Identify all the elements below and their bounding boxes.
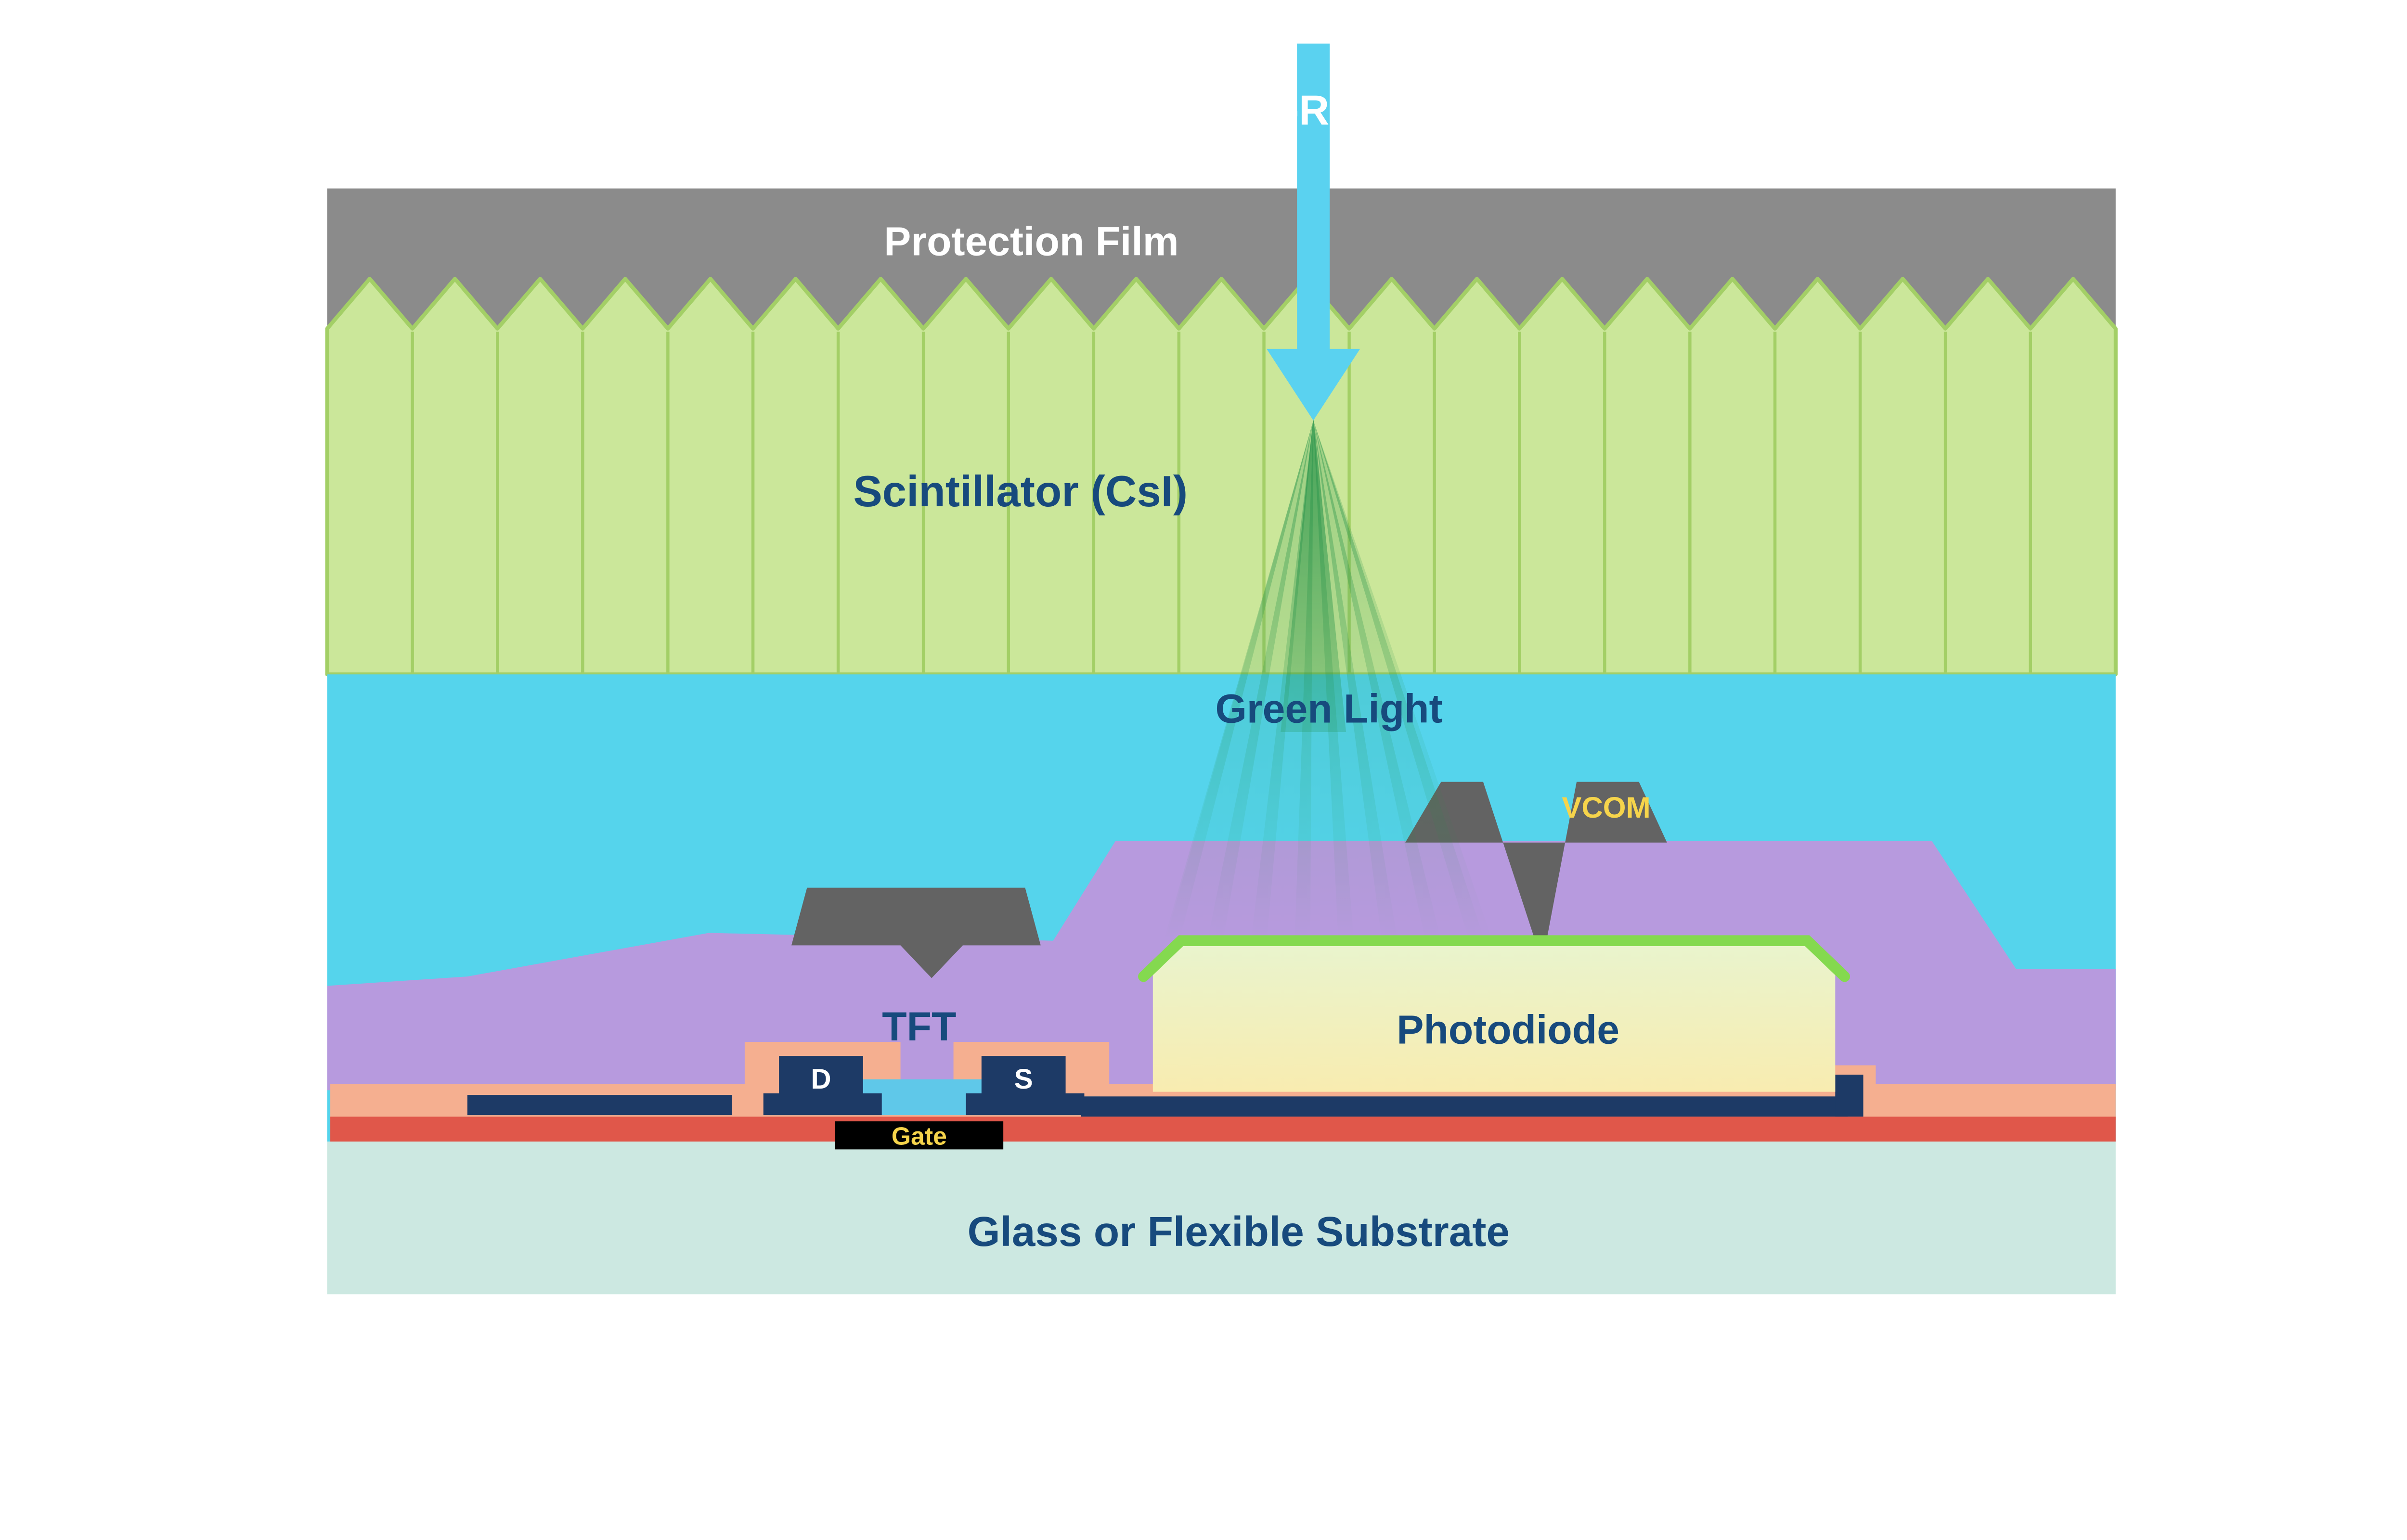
scintillator-label: Scintillator (CsI) — [853, 467, 1188, 516]
protection-film-label: Protection Film — [884, 219, 1178, 264]
left-metal-line — [467, 1095, 733, 1116]
vcom-label: VCOM — [1562, 791, 1650, 824]
source-electrode — [966, 1056, 1085, 1116]
pixel-metal-line — [1081, 1096, 1848, 1117]
xray-detector-diagram: X-Ray Protection Film Scintillator (CsI)… — [325, 43, 2118, 1295]
xray-arrowhead — [1267, 348, 1360, 421]
xray-label: X-Ray — [1257, 87, 1376, 134]
drain-label: D — [811, 1064, 831, 1095]
photodiode-body — [1152, 944, 1836, 1092]
metal-layer — [467, 1056, 1863, 1117]
right-metal-step — [1835, 1075, 1863, 1117]
xray-arrow — [1267, 43, 1360, 421]
green-light-cone — [1164, 417, 1493, 941]
photodiode-top-contact — [1138, 935, 1851, 982]
gate-electrode — [835, 1121, 1004, 1150]
scintillator-layer — [325, 277, 2118, 677]
substrate-label: Glass or Flexible Substrate — [968, 1208, 1510, 1255]
gate-label: Gate — [892, 1122, 947, 1150]
vcom-electrode — [1405, 782, 1667, 962]
green-light-label: Green Light — [1215, 686, 1442, 732]
scintillator-column-lines — [411, 332, 2032, 675]
tft-label: TFT — [882, 1004, 956, 1049]
bias-electrode-left — [791, 887, 1041, 978]
drain-electrode — [763, 1056, 882, 1116]
insulator-layer — [330, 1116, 2116, 1142]
source-label: S — [1014, 1064, 1033, 1095]
substrate-layer — [327, 1142, 2116, 1295]
photodiode-label: Photodiode — [1397, 1007, 1619, 1052]
